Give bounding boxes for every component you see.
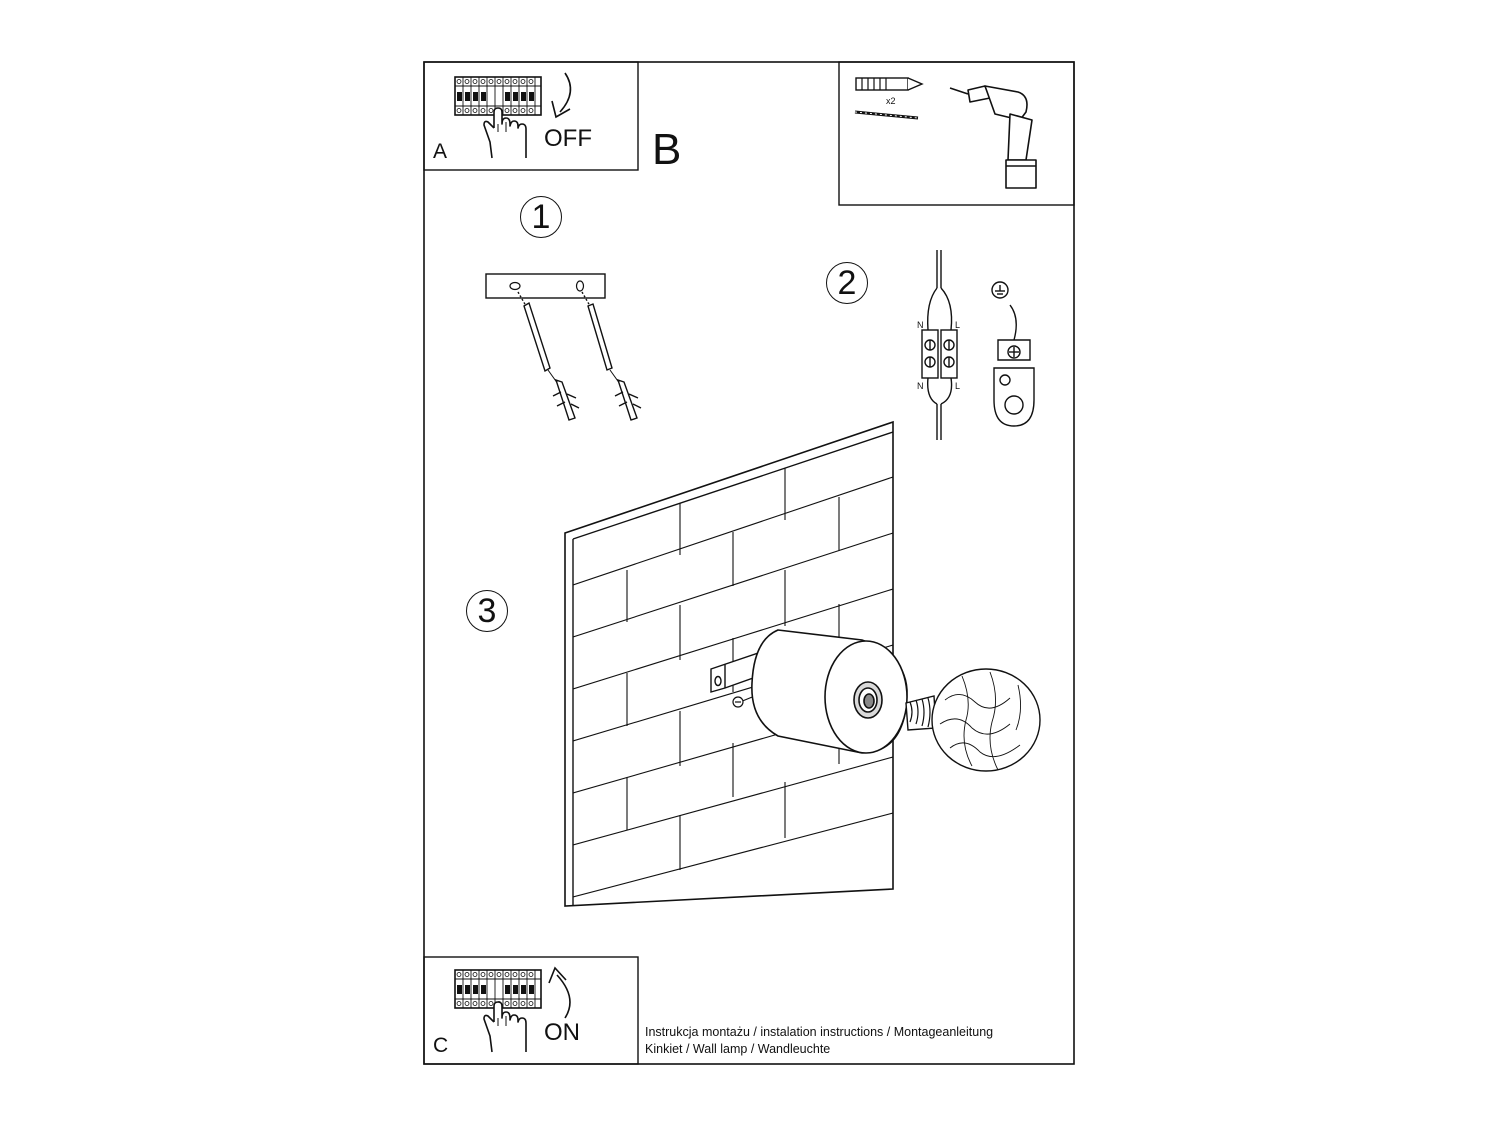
- panel-c-letter: C: [433, 1034, 449, 1057]
- step-1-marker: 1: [520, 196, 562, 238]
- terminal-block-icon: [921, 250, 958, 440]
- sheet-frame: [423, 61, 1075, 1065]
- lamp-body: [751, 629, 908, 754]
- switch-off-label: OFF: [544, 125, 592, 152]
- arrow-up-icon: [548, 966, 571, 1019]
- panel-a-letter: A: [433, 140, 448, 163]
- wall-plug-icon: [855, 77, 924, 91]
- wall-plug-icon: [581, 291, 642, 421]
- hand-icon: [483, 1001, 527, 1053]
- footer-caption-line-1: Instrukcja montażu / instalation instruc…: [645, 1025, 994, 1039]
- wire-label-l-top: L: [955, 320, 961, 330]
- wire-label-n-top: N: [917, 320, 924, 330]
- wire-label-l-bottom: L: [955, 381, 961, 391]
- wire-label-n-bottom: N: [917, 381, 924, 391]
- light-bulb-icon: [905, 668, 1041, 772]
- footer-caption-line-2: Kinkiet / Wall lamp / Wandleuchte: [645, 1042, 831, 1056]
- ground-icon: [991, 281, 1035, 427]
- wall-plug-icon: [517, 291, 580, 421]
- switch-on-label: ON: [544, 1019, 580, 1046]
- step-2-marker: 2: [826, 262, 868, 304]
- drill-icon: [949, 85, 1037, 189]
- mounting-plate: [485, 273, 606, 299]
- panel-b-letter: B: [652, 125, 682, 174]
- step-3-marker: 3: [466, 590, 508, 632]
- screw-icon: [854, 110, 919, 120]
- arrow-down-icon: [551, 72, 572, 119]
- panel-a: [423, 61, 639, 171]
- panel-c: [423, 956, 639, 1065]
- quantity-label: x2: [886, 96, 896, 106]
- tools-panel: [838, 61, 1075, 206]
